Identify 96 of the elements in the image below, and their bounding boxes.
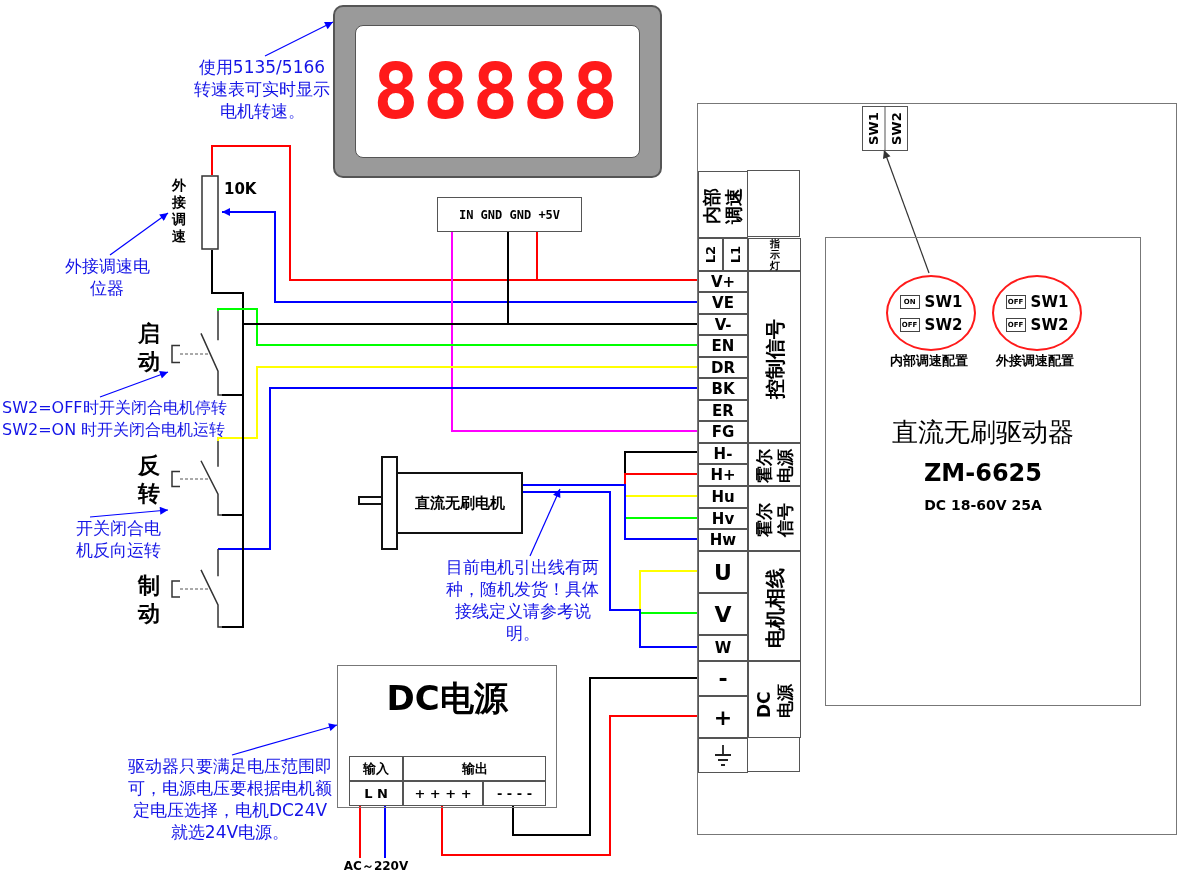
strip-cell bbox=[748, 551, 801, 661]
terminal-label: V+ bbox=[698, 271, 748, 292]
group-label: L1 bbox=[727, 245, 744, 264]
terminal-label: U bbox=[698, 551, 748, 593]
wire bbox=[384, 804, 386, 859]
terminal-label: Hu bbox=[698, 486, 748, 508]
voltage-label: AC～220V bbox=[330, 858, 422, 875]
connector-terminal-block: IN GND GND +5V bbox=[437, 197, 582, 232]
group-label: 电机相线 bbox=[762, 566, 787, 648]
value-label: 10K bbox=[224, 180, 258, 200]
group-label: 霍尔信号 bbox=[753, 502, 796, 537]
strip-cell bbox=[698, 171, 748, 238]
terminal-label: 输入 bbox=[349, 756, 403, 781]
model-number: ZM-6625 bbox=[922, 460, 1043, 486]
wire bbox=[512, 677, 698, 836]
strip-cell bbox=[748, 271, 801, 443]
leader-arrow bbox=[109, 212, 169, 256]
strip-cell bbox=[748, 238, 801, 271]
highlight-ellipse bbox=[886, 275, 976, 351]
driver-enclosure bbox=[697, 103, 1177, 835]
device-title: 直流无刷驱动器 bbox=[891, 418, 1075, 446]
annotation-text: 外接调速电位器 bbox=[62, 255, 152, 301]
strip-cell bbox=[723, 238, 748, 271]
wire bbox=[359, 804, 361, 859]
terminal-label: DR bbox=[698, 357, 748, 378]
group-label: DC电源 bbox=[753, 683, 796, 718]
terminal-label: - bbox=[698, 661, 748, 696]
highlight-ellipse bbox=[992, 275, 1082, 351]
switch-name-label: 启动 bbox=[138, 320, 161, 376]
switch-label: SW2 bbox=[1030, 315, 1069, 334]
power-supply-title: DC电源 bbox=[385, 677, 509, 720]
switch-label: SW2 bbox=[924, 315, 963, 334]
digit-readout: 88888 bbox=[373, 47, 622, 136]
switch-label: SW1 bbox=[1030, 292, 1069, 311]
switch-name-label: 反转 bbox=[138, 452, 161, 508]
group-label: L2 bbox=[702, 245, 719, 264]
terminal-label: H- bbox=[698, 443, 748, 464]
group-label: 内部调速 bbox=[701, 187, 745, 224]
switch-label: SW1 bbox=[865, 111, 883, 147]
annotation-text: 目前电机引出线有两种，随机发货！具体接线定义请参考说明。 bbox=[445, 556, 600, 654]
tachometer-display bbox=[333, 5, 662, 178]
group-label: 指示灯 bbox=[768, 238, 781, 271]
leader-arrow bbox=[99, 371, 169, 398]
wire bbox=[522, 484, 698, 540]
wire bbox=[221, 323, 698, 628]
wire bbox=[522, 491, 698, 648]
terminal-label: Hw bbox=[698, 529, 748, 551]
power-supply-box bbox=[337, 665, 557, 808]
wire bbox=[441, 715, 698, 856]
strip-cell bbox=[748, 486, 801, 551]
terminal-label: + + + + bbox=[403, 781, 483, 806]
wire bbox=[451, 231, 698, 432]
annotation-text: SW2=OFF时开关闭合电机停转 bbox=[2, 397, 228, 419]
motor-label: 直流无刷电机 bbox=[414, 493, 506, 514]
terminal-label: Hv bbox=[698, 508, 748, 529]
leader-arrow bbox=[529, 488, 561, 557]
wire bbox=[221, 208, 698, 303]
leader-arrow bbox=[264, 21, 334, 57]
leader-arrow bbox=[231, 723, 338, 756]
switch-label: SW2 bbox=[884, 107, 907, 150]
pot-label: 外接调速 bbox=[171, 177, 187, 245]
config-caption: 外接调速配置 bbox=[995, 352, 1075, 370]
terminal-cell bbox=[698, 738, 748, 773]
terminal-label: 输出 bbox=[403, 756, 546, 781]
strip-cell bbox=[748, 661, 801, 738]
rating-text: DC 18-60V 25A bbox=[923, 496, 1043, 514]
switch-label: SW1 bbox=[924, 292, 963, 311]
wire bbox=[536, 231, 698, 281]
wire bbox=[217, 308, 698, 346]
wire bbox=[217, 387, 698, 550]
annotation-text: SW2=ON 时开关闭合电机运转 bbox=[2, 419, 227, 441]
dip-switch-header bbox=[862, 106, 908, 151]
terminal-label: V- bbox=[698, 314, 748, 335]
terminal-label: VE bbox=[698, 292, 748, 314]
terminal-label: EN bbox=[698, 335, 748, 357]
terminal-label: - - - - bbox=[483, 781, 546, 806]
terminal-label: BK bbox=[698, 378, 748, 400]
switch-name-label: 制动 bbox=[138, 572, 161, 628]
terminal-label: H+ bbox=[698, 464, 748, 486]
terminal-label: V bbox=[698, 593, 748, 635]
driver-panel bbox=[825, 237, 1141, 706]
terminal-label: ER bbox=[698, 400, 748, 421]
wire bbox=[217, 366, 698, 442]
terminal-label: FG bbox=[698, 421, 748, 443]
annotation-text: 驱动器只要满足电压范围即可，电源电压要根据电机额定电压选择，电机DC24V就选24V电源。 bbox=[125, 755, 335, 847]
annotation-text: 开关闭合电机反向运转 bbox=[72, 517, 164, 559]
terminal-label: + bbox=[698, 696, 748, 738]
terminal-label: W bbox=[698, 635, 748, 661]
leader-arrow bbox=[883, 149, 930, 274]
group-label: 霍尔电源 bbox=[753, 448, 796, 483]
config-caption: 内部调速配置 bbox=[889, 352, 969, 370]
leader-arrow bbox=[89, 506, 169, 518]
terminal-label: L N bbox=[349, 781, 403, 806]
group-label: 控制信号 bbox=[762, 317, 787, 399]
strip-cell bbox=[698, 238, 723, 271]
annotation-text: 使用5135/5166转速表可实时显示电机转速。 bbox=[192, 56, 332, 140]
